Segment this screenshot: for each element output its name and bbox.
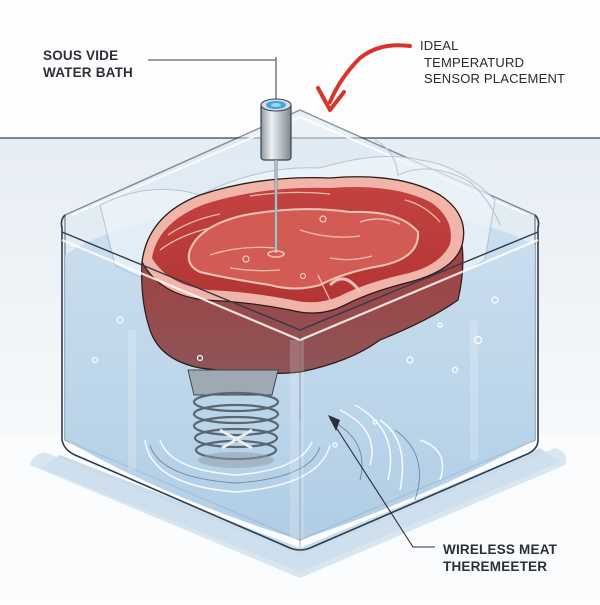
label-line: SOUS VIDE	[43, 48, 119, 63]
steak	[141, 176, 465, 375]
bubbles	[91, 296, 499, 448]
label-line: THEREMEETER	[443, 559, 548, 574]
label-line: SENSOR PLACEMENT	[424, 71, 566, 86]
label-line: IDEAL	[420, 38, 459, 53]
water-ripples	[144, 404, 444, 493]
label-line: TEMPERATURD	[424, 54, 525, 70]
wireless-pointer	[328, 415, 435, 548]
sous-vide-water-bath-label: SOUS VIDE WATER BATH	[43, 47, 133, 81]
immersion-circulator-coil	[187, 369, 280, 468]
ideal-sensor-placement-label: IDEAL TEMPERATURD SENSOR PLACEMENT	[420, 38, 565, 88]
wireless-meat-thermometer-label: WIRELESS MEAT THEREMEETER	[443, 541, 557, 575]
label-line: WIRELESS MEAT	[443, 542, 558, 557]
thermometer-probe	[148, 57, 292, 258]
ideal-placement-arrow	[316, 43, 412, 112]
container-front	[60, 214, 540, 551]
label-line: WATER BATH	[43, 65, 133, 80]
